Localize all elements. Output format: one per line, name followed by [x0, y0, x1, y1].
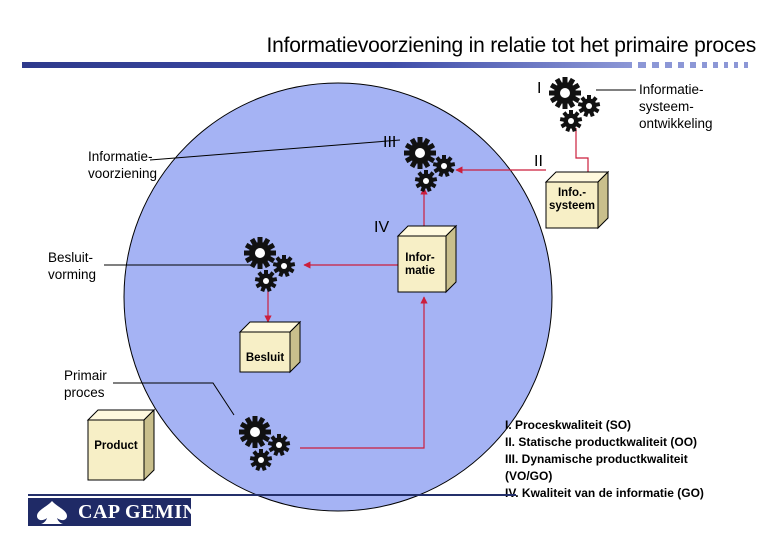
footer-line: [28, 494, 516, 496]
legend-item: IV. Kwaliteit van de informatie (GO): [505, 486, 704, 500]
label-roman-4: IV: [374, 219, 390, 236]
box-infosysteem-label: Info.- systeem: [548, 187, 596, 212]
box-product: [86, 408, 156, 482]
box-besluit-label: Besluit: [245, 352, 285, 364]
spade-icon: [37, 501, 67, 524]
page-title: Informatievoorziening in relatie tot het…: [266, 34, 756, 57]
label-roman-1: I: [537, 80, 542, 97]
arrow-product-informatie: [300, 296, 428, 449]
title-stripe: [22, 62, 748, 68]
arrow-gears1-infosysteem: [575, 128, 592, 181]
label-voorziening: Informatie- voorziening: [88, 149, 158, 181]
label-ontwikkeling: Informatie- systeem- ontwikkeling: [639, 82, 713, 131]
box-informatie-label: Infor- matie: [404, 252, 436, 277]
leader-voorziening: [149, 139, 401, 161]
box-informatie: [396, 224, 458, 294]
label-roman-2: II: [534, 153, 543, 170]
box-infosysteem: [544, 170, 610, 230]
legend-item: II. Statische productkwaliteit (OO): [505, 435, 698, 449]
leader-primair: [113, 382, 235, 416]
cap-gemini-logo: CAP GEMINI: [28, 498, 205, 526]
gears-icon: [549, 77, 600, 132]
legend: I. Proceskwaliteit (SO) II. Statische pr…: [505, 417, 765, 502]
label-besluitvorming: Besluit- vorming: [48, 250, 97, 282]
legend-item: I. Proceskwaliteit (SO): [505, 418, 632, 432]
process-circle: [123, 82, 553, 512]
legend-item: III. Dynamische productkwaliteit (VO/GO): [505, 452, 688, 483]
box-product-label: Product: [94, 440, 138, 452]
box-besluit: [238, 320, 302, 374]
logo-text: CAP GEMINI: [78, 501, 206, 523]
label-primair-proces: Primair proces: [64, 368, 107, 400]
label-roman-3: III: [383, 134, 397, 151]
